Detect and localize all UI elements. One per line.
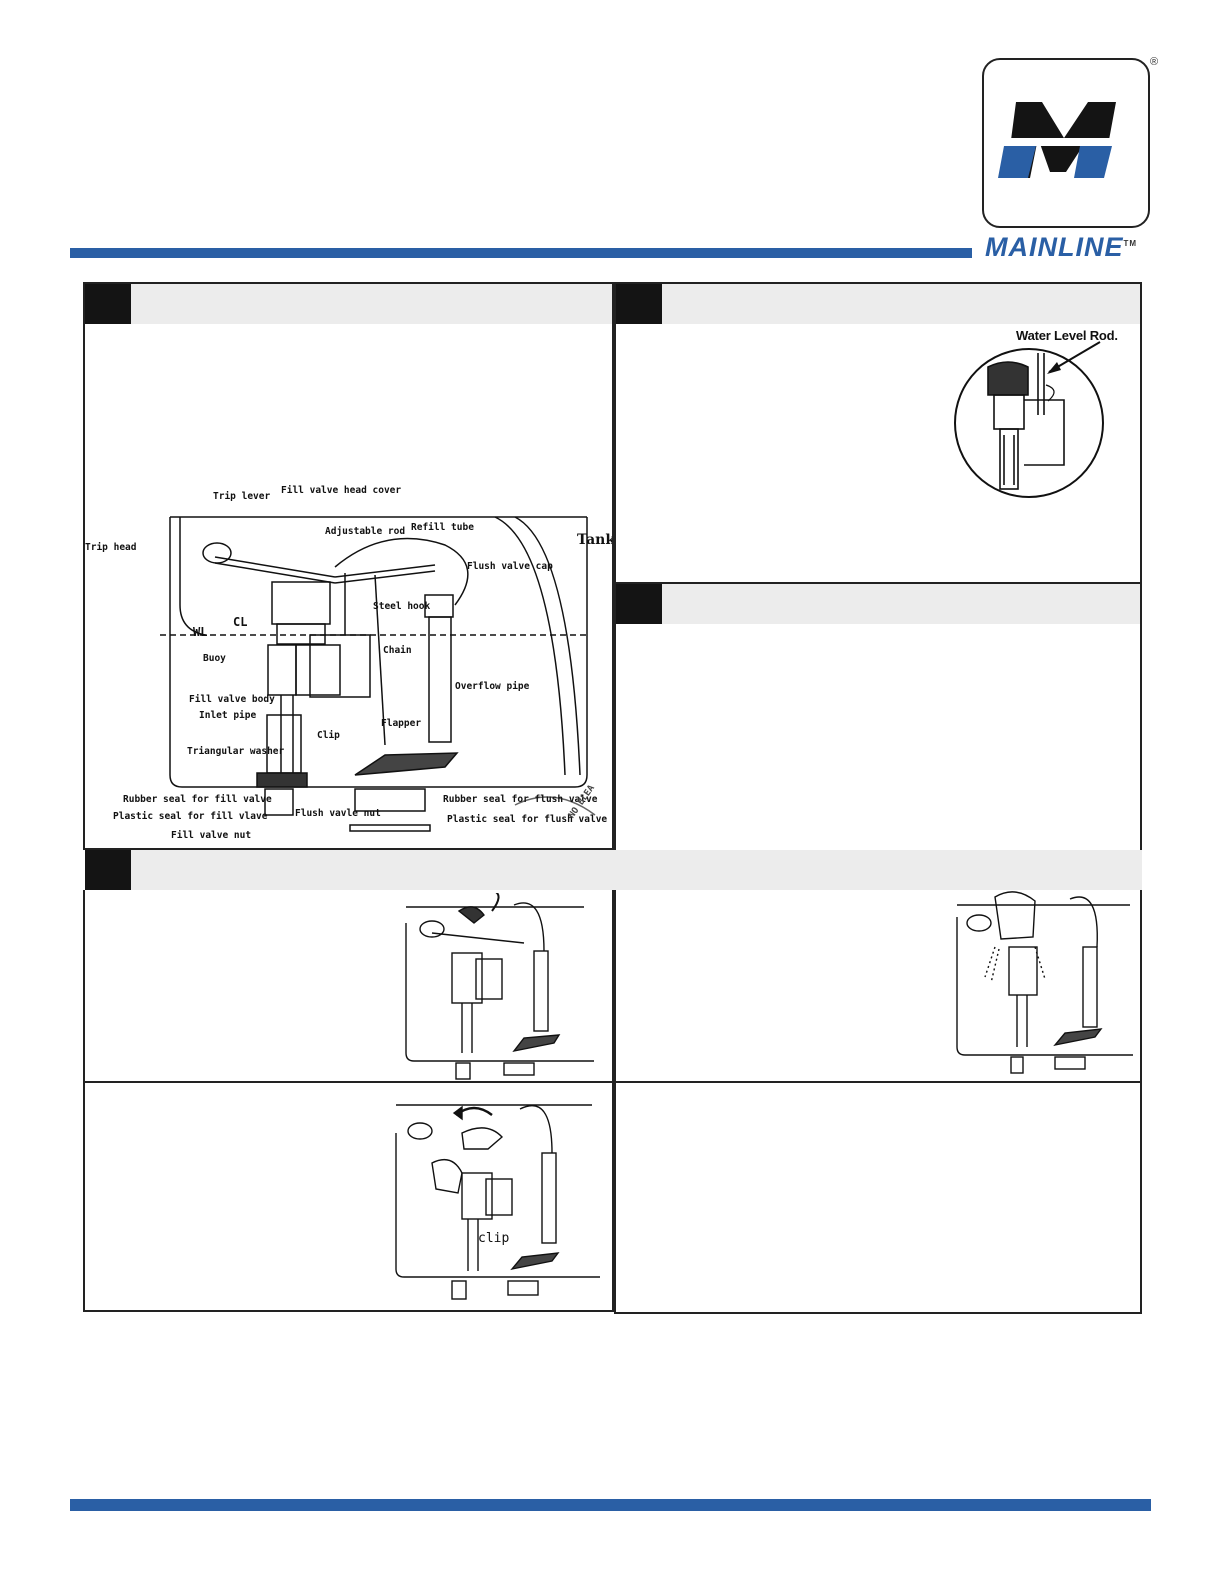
label-flush-valve-cap: Flush valve cap (467, 561, 553, 572)
step-1-illustration (404, 893, 604, 1081)
label-overflow-pipe: Overflow pipe (455, 681, 530, 692)
section-header-wide (85, 850, 1142, 890)
water-level-rod-illustration (946, 345, 1112, 501)
label-tank: Tank (577, 532, 612, 548)
label-plastic-seal-flush: Plastic seal for flush valve (447, 814, 608, 825)
section-header (85, 284, 612, 324)
label-steel-hook: Steel hook (373, 601, 431, 612)
step-panel-2 (614, 890, 1142, 1083)
section-header (616, 284, 1140, 324)
water-level-rod-label: Water Level Rod. (1016, 328, 1118, 343)
section-number-block (85, 850, 131, 890)
step-panel-3 (83, 1081, 614, 1312)
step-panel-4 (614, 1081, 1142, 1314)
step-2-illustration (955, 887, 1135, 1081)
section-header (616, 584, 1140, 624)
label-chain: Chain (383, 645, 412, 656)
label-cl: CL (233, 615, 248, 629)
panel-section-3 (614, 582, 1142, 852)
registered-mark: ® (1150, 56, 1159, 68)
label-rubber-seal-fill: Rubber seal for fill valve (123, 794, 272, 805)
brand-logo (982, 58, 1150, 228)
label-inlet-pipe: Inlet pipe (199, 710, 257, 721)
step-clip-label: clip (478, 1231, 510, 1246)
label-rubber-seal-flush: Rubber seal for flush valve (443, 794, 598, 805)
label-flush-valve-nut: Flush vavle nut (295, 808, 381, 819)
brand-name: MAINLINETM (985, 232, 1138, 262)
label-wl: WL (193, 625, 208, 639)
step-panel-1 (83, 890, 614, 1083)
label-fill-valve-body: Fill valve body (189, 694, 275, 705)
label-clip: Clip (317, 730, 340, 741)
bottom-rule (70, 1499, 1151, 1511)
section-number-block (85, 284, 131, 324)
section-number-block (616, 584, 662, 624)
label-plastic-seal-fill: Plastic seal for fill vlave (113, 811, 268, 822)
label-trip-head: Trip head (85, 542, 137, 553)
label-flapper: Flapper (381, 718, 422, 729)
tank-parts-diagram: Trip lever Fill valve head cover Adjusta… (85, 485, 612, 850)
panel-parts-diagram (83, 282, 614, 850)
label-fill-valve-head-cover: Fill valve head cover (281, 485, 402, 496)
label-refill-tube: Refill tube (411, 522, 474, 533)
mainline-m-logo-icon (998, 102, 1122, 178)
label-triangular-washer: Triangular washer (187, 746, 285, 757)
top-rule (70, 248, 972, 258)
label-adjustable-rod: Adjustable rod (325, 526, 406, 537)
pointer-arrow-icon (1047, 341, 1101, 374)
section-number-block (616, 284, 662, 324)
label-trip-lever: Trip lever (213, 491, 271, 502)
label-fill-valve-nut: Fill valve nut (171, 830, 252, 841)
label-buoy: Buoy (203, 653, 226, 664)
step-3-illustration: clip (392, 1093, 604, 1305)
